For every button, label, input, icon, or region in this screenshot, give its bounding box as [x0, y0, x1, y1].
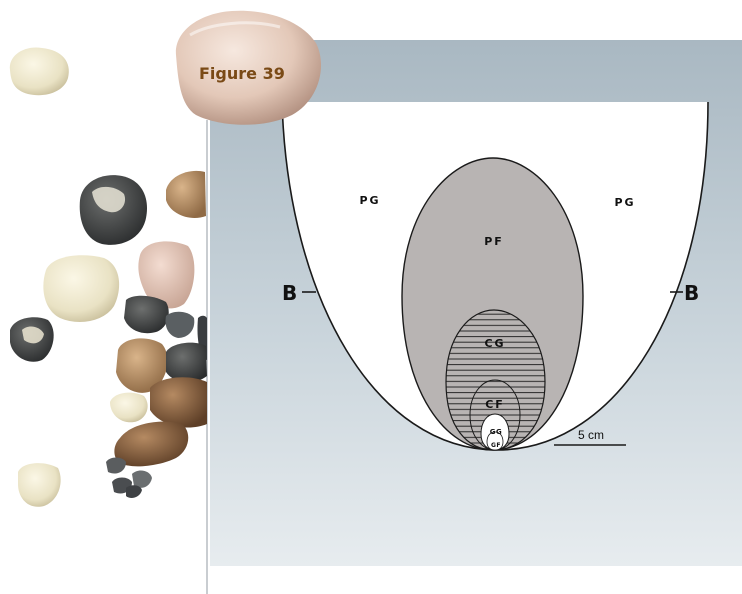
- pg-left-label: PG: [359, 194, 380, 207]
- pg-right-label: PG: [614, 196, 635, 209]
- scale-bar-label: 5 cm: [578, 428, 604, 442]
- gg-label: GG: [490, 428, 503, 436]
- pf-label: PF: [484, 235, 504, 248]
- cf-label: CF: [485, 398, 505, 411]
- section-b-right-label: B: [684, 281, 699, 305]
- cg-label: CG: [484, 337, 505, 350]
- gf-label: GF: [491, 442, 501, 449]
- section-b-left-label: B: [282, 281, 297, 305]
- figure-title: Figure 39: [199, 64, 309, 83]
